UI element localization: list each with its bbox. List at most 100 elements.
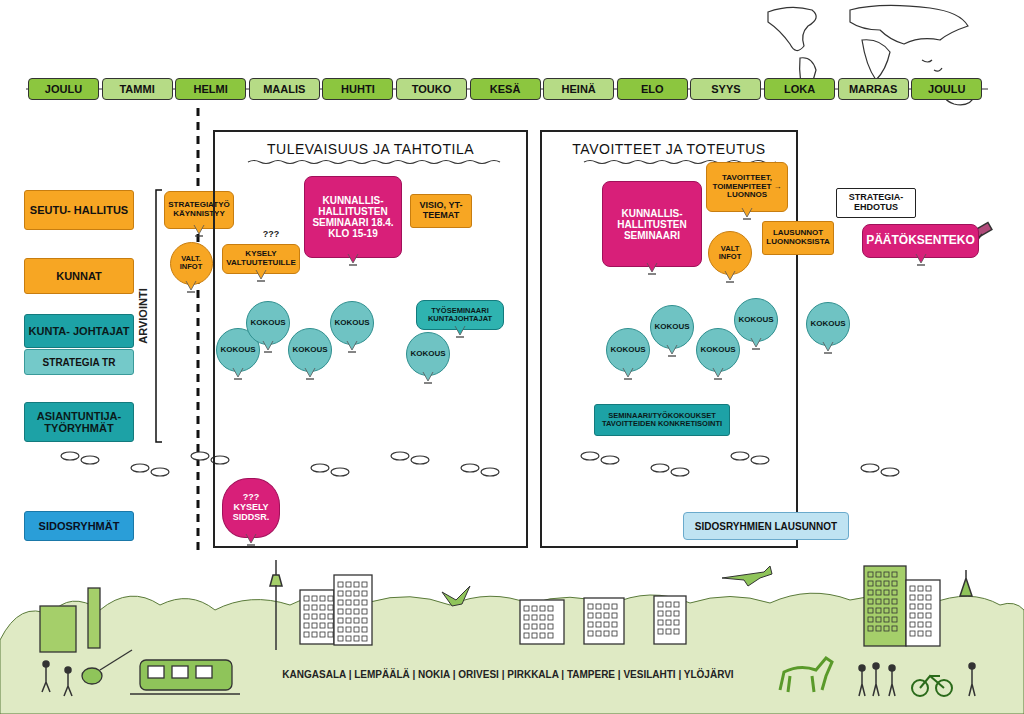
- window: [892, 590, 897, 595]
- phase-panel: TAVOITTEET JA TOTEUTUSKUNNALLIS- HALLITU…: [540, 130, 798, 548]
- bubble-tail: [750, 338, 762, 350]
- node-text: HELMI: [194, 83, 228, 95]
- person: [64, 673, 72, 696]
- window: [304, 632, 309, 637]
- person: [859, 671, 865, 696]
- bubble-shadow: [743, 218, 751, 219]
- bubble-tail: [262, 341, 274, 353]
- window: [596, 604, 601, 609]
- bubble-tail: [454, 326, 466, 338]
- person: [43, 661, 49, 667]
- guitar: [82, 650, 132, 684]
- window: [532, 624, 537, 629]
- window: [524, 606, 529, 611]
- window: [674, 620, 679, 625]
- window: [884, 626, 889, 631]
- window: [354, 591, 359, 596]
- window: [868, 590, 873, 595]
- row-box: SIDOSRYHMIEN LAUSUNNOT: [683, 512, 849, 540]
- speech-bubble: TYÖSEMINAARI KUNTAJOHTAJAT: [416, 300, 504, 330]
- footprint: [461, 464, 479, 472]
- window: [524, 615, 529, 620]
- bubble-shadow: [824, 352, 832, 353]
- node-text: HEINÄ: [562, 83, 596, 95]
- window: [674, 629, 679, 634]
- window: [926, 613, 931, 618]
- footprint: [151, 468, 169, 476]
- heading-underline: [248, 161, 500, 164]
- window: [588, 604, 593, 609]
- window: [328, 605, 333, 610]
- footprint: [731, 452, 749, 460]
- meeting-bubble: KOKOUS: [650, 305, 694, 349]
- meeting-bubble: KOKOUS: [330, 301, 374, 345]
- bubble-tail: [246, 534, 256, 543]
- window: [320, 623, 325, 628]
- bubble-shadow: [349, 264, 357, 265]
- speech-bubble: KUNNALLIS- HALLITUSTEN SEMINAARI 18.4. K…: [304, 176, 402, 258]
- footprint: [581, 452, 599, 460]
- node-text: KOKOUS: [334, 319, 369, 328]
- window: [320, 596, 325, 601]
- node-text: MAALIS: [263, 83, 305, 95]
- window: [362, 582, 367, 587]
- window: [910, 586, 915, 591]
- window: [588, 613, 593, 618]
- bubble-tail: [751, 338, 761, 347]
- month-box: KESÄ: [470, 78, 541, 100]
- speech-bubble: ???KYSELY SIDDSR.: [222, 478, 280, 538]
- window: [328, 623, 333, 628]
- bubble-shadow: [917, 264, 925, 265]
- window: [328, 632, 333, 637]
- window: [362, 609, 367, 614]
- node-text: ASIANTUNTIJA- TYÖRYHMÄT: [28, 410, 130, 434]
- window: [524, 624, 529, 629]
- bubble-shadow: [714, 378, 722, 379]
- bubble-tail: [823, 342, 833, 351]
- window: [612, 622, 617, 627]
- bubble-tail: [713, 368, 723, 377]
- bubble-tail: [193, 225, 205, 237]
- window: [884, 590, 889, 595]
- window: [910, 604, 915, 609]
- node-text: LAUSUNNOT LUONNOKSISTA: [766, 229, 830, 247]
- month-box: JOULU: [911, 78, 982, 100]
- bubble-shadow: [348, 351, 356, 352]
- window: [926, 631, 931, 636]
- window: [588, 631, 593, 636]
- person: [889, 671, 895, 696]
- window: [604, 604, 609, 609]
- node-text: JOULU: [45, 83, 82, 95]
- window: [868, 599, 873, 604]
- bubble-shadow: [668, 355, 676, 356]
- month-box: HEINÄ: [543, 78, 614, 100]
- bubble-shadow: [187, 291, 195, 292]
- bubble-tail: [232, 368, 244, 380]
- bubble-shadow: [257, 280, 265, 281]
- window: [884, 608, 889, 613]
- window: [338, 591, 343, 596]
- window: [548, 606, 553, 611]
- window: [876, 608, 881, 613]
- bubble-tail: [346, 341, 358, 353]
- tower: [270, 560, 282, 650]
- window: [362, 618, 367, 623]
- bubble-shadow: [726, 281, 734, 282]
- bubble-tail: [255, 270, 267, 282]
- person: [65, 667, 71, 673]
- window: [666, 620, 671, 625]
- bubble-tail: [423, 372, 433, 381]
- africa: [862, 40, 890, 80]
- node-text: STRATEGIA TR: [43, 357, 116, 368]
- node-text: STRATEGIA- EHDOTUS: [840, 193, 912, 213]
- month-box: MAALIS: [249, 78, 320, 100]
- phase-panel: TULEVAISUUS JA TAHTOTILAKYSELY VALTUUTET…: [213, 130, 528, 548]
- person: [859, 665, 865, 671]
- speech-bubble: PÄÄTÖKSENTEKO: [862, 224, 979, 258]
- window: [338, 618, 343, 623]
- window: [918, 631, 923, 636]
- window: [548, 624, 553, 629]
- window: [926, 586, 931, 591]
- row-box: SEUTU- HALLITUS: [24, 190, 134, 230]
